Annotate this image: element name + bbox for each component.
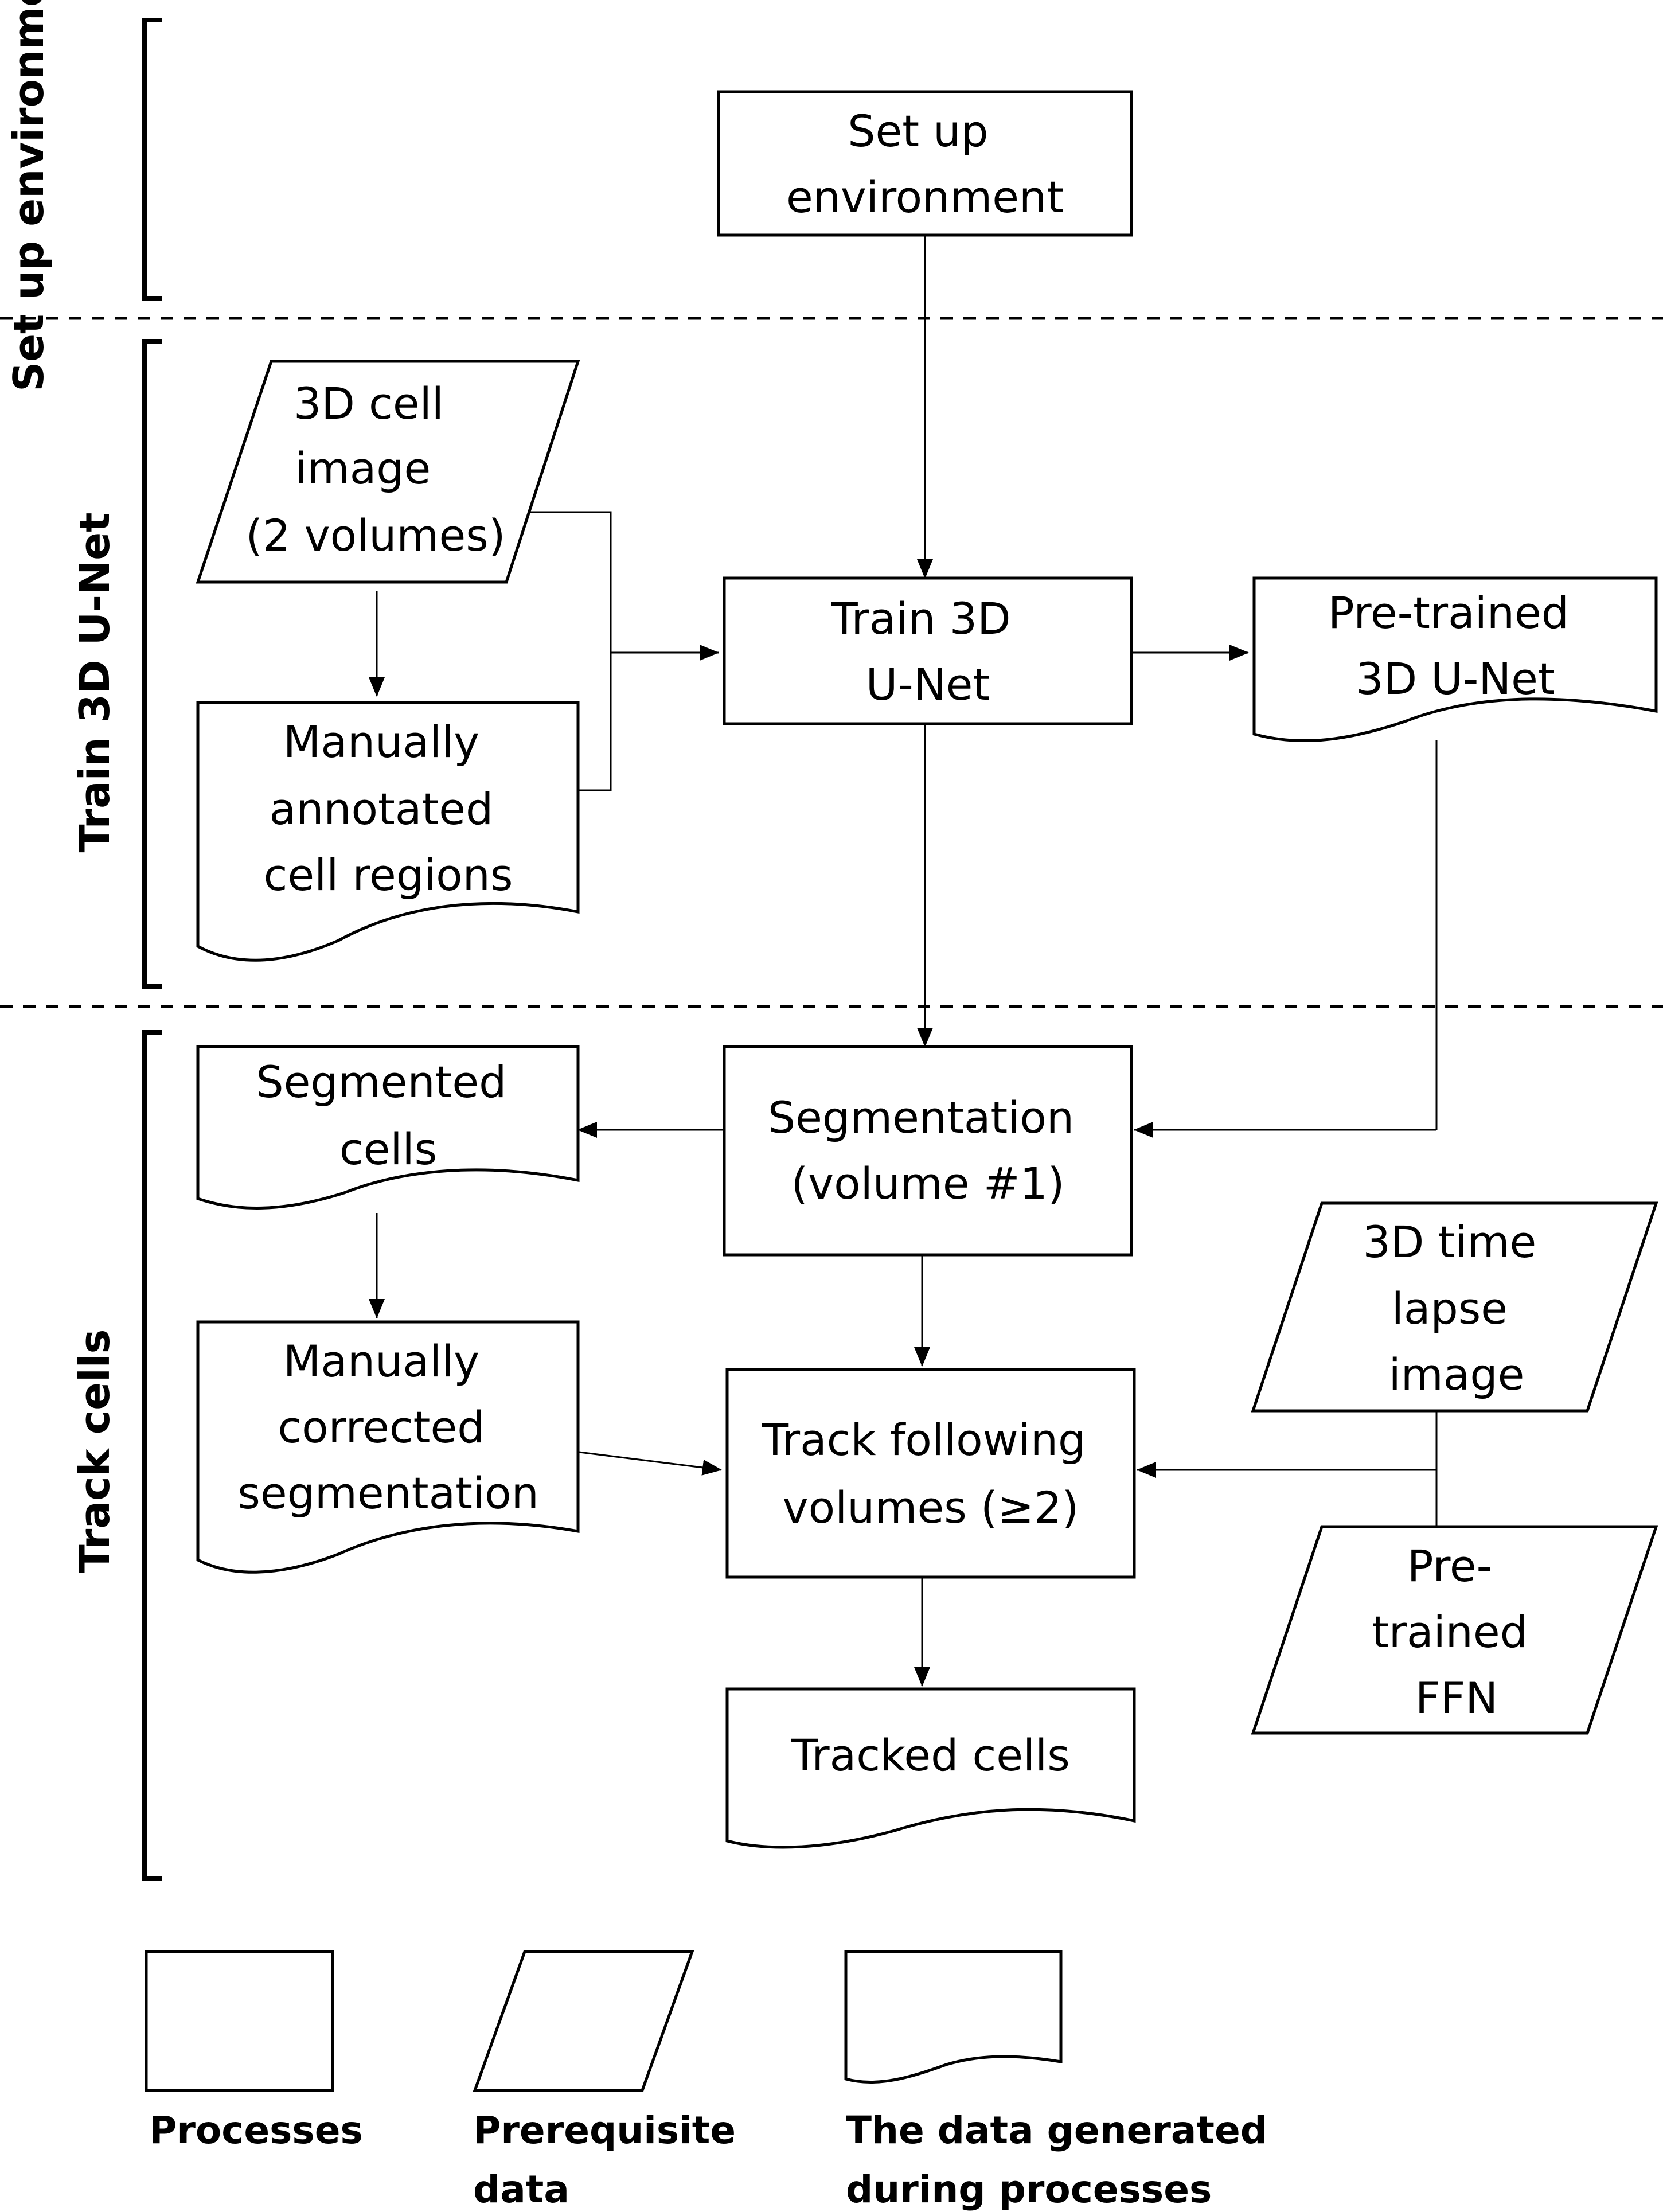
legend-prerequisite-swatch [473, 1950, 694, 2092]
node-label: Pre- trained FFN [1372, 1540, 1541, 1723]
node-label: Segmented cells [256, 1056, 520, 1175]
process-box [725, 1368, 1136, 1579]
node-label-line: Segmentation [768, 1092, 1074, 1143]
node-3d-cell-image: 3D cell image (2 volumes) [196, 360, 580, 584]
node-label-line: annotated [270, 783, 494, 834]
section-label-train-line1: Train 3D U-Net [71, 512, 119, 852]
legend-document-swatch [844, 1950, 1063, 2084]
node-label-line: image [1389, 1349, 1525, 1400]
node-setup-environment: Set up environment [717, 90, 1133, 237]
document-shape [1252, 576, 1658, 743]
node-label: Pre-trained 3D U-Net [1328, 587, 1583, 704]
node-label: Manually corrected segmentation [237, 1336, 539, 1519]
node-label-line: Pre-trained [1328, 587, 1569, 638]
document-shape [725, 1687, 1136, 1849]
node-label: Segmentation (volume #1) [768, 1092, 1088, 1209]
node-label-line: Track following [762, 1414, 1086, 1465]
node-3d-time-lapse-image: 3D time lapse image [1251, 1201, 1658, 1413]
node-segmented-cells: Segmented cells [196, 1045, 580, 1210]
node-track-following: Track following volumes (≥2) [725, 1368, 1136, 1579]
process-box [723, 576, 1133, 725]
prerequisite-shape [1251, 1201, 1658, 1413]
legend-label-line: Processes [149, 2108, 363, 2152]
section-bracket-setup [142, 18, 162, 301]
legend-processes: Processes [145, 1950, 363, 2152]
node-label: Tracked cells [791, 1730, 1070, 1781]
node-label-line: cell regions [264, 849, 513, 900]
section-label-setup: Set up environment [5, 0, 53, 392]
node-label-line: corrected [278, 1402, 485, 1453]
node-train-3d-unet: Train 3D U-Net [723, 576, 1133, 725]
bracket-inputs [522, 511, 612, 791]
arrow-corrected-to-track [579, 1451, 722, 1476]
node-label-line: Set up [848, 106, 988, 157]
node-label-line: (2 volumes) [246, 510, 506, 561]
prerequisite-shape [1251, 1525, 1658, 1735]
node-label: 3D cell image (2 volumes) [246, 378, 506, 561]
legend-label-line: Prerequisite [473, 2108, 736, 2152]
node-label-line: Segmented [256, 1056, 506, 1107]
node-label-line: 3D time [1363, 1216, 1537, 1267]
node-label-line: U-Net [866, 659, 990, 710]
section-label-train: Train 3D U-Net [71, 512, 119, 852]
node-label-line: Train 3D [830, 593, 1010, 644]
prerequisite-shape [196, 360, 580, 584]
node-tracked-cells: Tracked cells [725, 1687, 1136, 1849]
connectors [369, 235, 1438, 1687]
document-shape [196, 1045, 580, 1210]
legend: Processes Prerequisite data The data gen… [145, 1950, 1281, 2211]
legend-label: The data generated during processes [846, 2108, 1281, 2211]
node-label-line: Tracked cells [791, 1730, 1070, 1781]
node-label-line: Pre- [1407, 1540, 1492, 1591]
node-pretrained-ffn: Pre- trained FFN [1251, 1525, 1658, 1735]
node-pretrained-3d-unet: Pre-trained 3D U-Net [1252, 576, 1658, 743]
document-shape [196, 1320, 580, 1574]
node-label: Set up environment [786, 106, 1064, 223]
node-label-line: (volume #1) [791, 1158, 1064, 1209]
document-shape [196, 701, 580, 962]
legend-label-line: during processes [846, 2167, 1212, 2211]
node-label-line: FFN [1415, 1672, 1498, 1723]
node-label-line: segmentation [237, 1468, 539, 1519]
node-label-line: 3D cell [294, 378, 444, 429]
process-box [723, 1045, 1133, 1257]
legend-process-swatch [145, 1950, 334, 2092]
node-label-line: cells [339, 1123, 437, 1175]
node-label-line: image [295, 443, 431, 494]
node-label: Track following volumes (≥2) [762, 1414, 1100, 1533]
node-label: Train 3D U-Net [830, 593, 1025, 710]
node-label-line: environment [786, 171, 1064, 223]
section-label-track-line1: Track cells [71, 1329, 119, 1573]
node-label: Manually annotated cell regions [264, 716, 513, 900]
node-label-line: lapse [1392, 1283, 1508, 1334]
node-label-line: Manually [283, 1336, 479, 1387]
section-bracket-train [142, 339, 162, 989]
section-bracket-track [142, 1030, 162, 1881]
legend-prerequisite: Prerequisite data [473, 1950, 749, 2211]
section-label-setup-line1: Set up environment [5, 0, 53, 392]
node-manually-annotated: Manually annotated cell regions [196, 701, 580, 962]
legend-label-line: data [473, 2167, 569, 2211]
node-label-line: 3D U-Net [1356, 653, 1555, 704]
legend-label: Processes [149, 2108, 363, 2152]
node-label-line: Manually [283, 716, 479, 767]
legend-generated: The data generated during processes [844, 1950, 1281, 2211]
node-segmentation: Segmentation (volume #1) [723, 1045, 1133, 1257]
node-label: 3D time lapse image [1363, 1216, 1551, 1400]
node-manually-corrected: Manually corrected segmentation [196, 1320, 580, 1574]
node-label-line: volumes (≥2) [783, 1482, 1079, 1533]
section-label-track: Track cells [71, 1329, 119, 1573]
node-label-line: trained [1372, 1606, 1528, 1657]
legend-label: Prerequisite data [473, 2108, 749, 2211]
legend-label-line: The data generated [846, 2108, 1267, 2152]
process-box [717, 90, 1133, 237]
